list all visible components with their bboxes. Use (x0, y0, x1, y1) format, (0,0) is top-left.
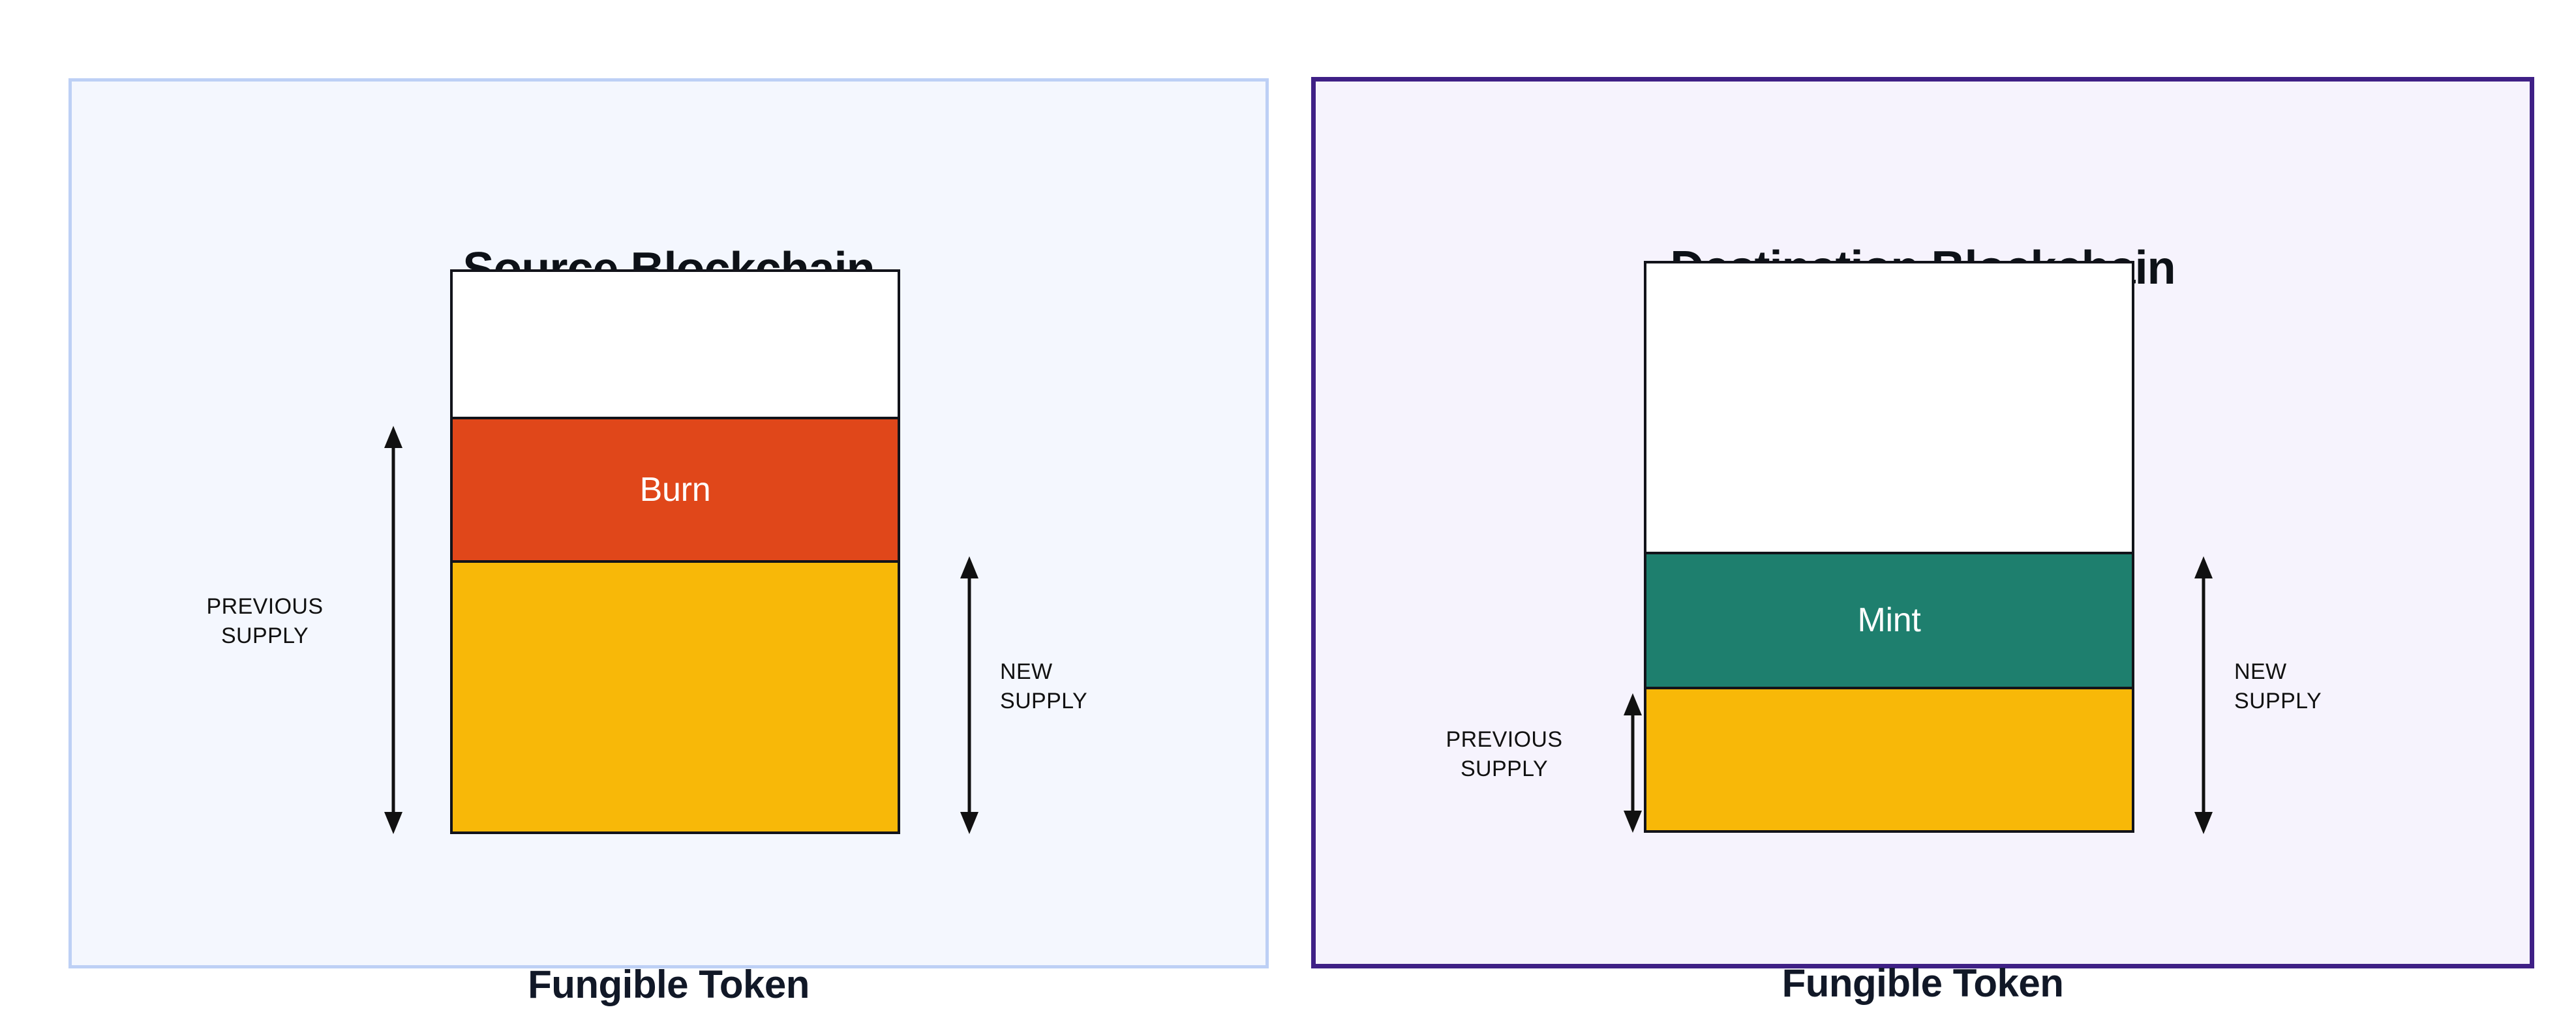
bar-segment-headroom (453, 272, 898, 417)
dimension-label-previous-supply: PREVIOUS SUPPLY (1446, 727, 1563, 781)
panel-source-blockchain: Source Blockchain Burn PREVIOUS SUPPLY (68, 78, 1269, 1006)
bar-caption: Fungible Token (528, 963, 810, 1006)
bar-segment-burn: Burn (453, 416, 898, 560)
bar-segment-label-mint: Mint (1857, 601, 1921, 640)
bar-segment-existing-supply (1646, 686, 2132, 830)
dimension-label-new-supply: NEW SUPPLY (2234, 659, 2322, 713)
dimension-previous-supply-destination: PREVIOUS SUPPLY (1446, 693, 1642, 833)
dimension-label-previous-supply: PREVIOUS SUPPLY (206, 594, 324, 648)
dimension-new-supply-source: NEW SUPPLY (960, 556, 1087, 834)
dimension-new-supply-destination: NEW SUPPLY (2194, 556, 2322, 834)
bar-segment-label-burn: Burn (639, 470, 711, 509)
bar-segment-mint: Mint (1646, 551, 2132, 687)
dimension-label-new-supply: NEW SUPPLY (1000, 659, 1088, 713)
bar-caption: Fungible Token (1781, 961, 2064, 1005)
supply-bar-source: Burn (450, 269, 900, 834)
supply-bar-destination: Mint (1644, 261, 2134, 833)
double-arrow-icon (1624, 693, 1642, 833)
dimension-previous-supply-source: PREVIOUS SUPPLY (207, 426, 402, 834)
double-arrow-icon (384, 426, 402, 834)
panel-destination-blockchain: Destination Blockchain Mint PREVIOUS SUP… (1311, 77, 2534, 1005)
bar-segment-headroom (1646, 263, 2132, 552)
double-arrow-icon (960, 556, 978, 834)
bar-segment-remaining-supply (453, 560, 898, 831)
double-arrow-icon (2194, 556, 2213, 834)
